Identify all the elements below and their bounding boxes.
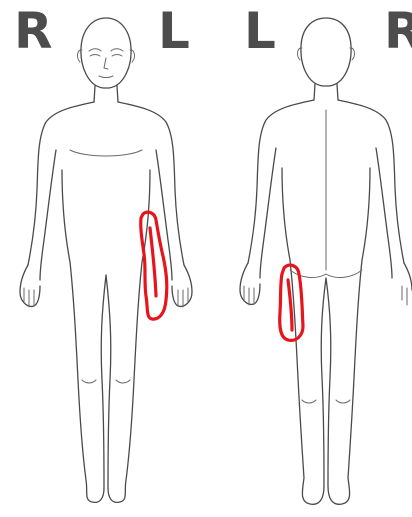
front-mouth [99,76,113,78]
front-eye-left [112,55,122,57]
front-nose [104,58,108,69]
front-chest-line [70,150,142,156]
front-legs-outline [62,170,150,502]
front-eyebrow-left [111,49,123,51]
back-calf-left [302,400,316,403]
back-head [301,18,351,86]
back-calf-right [336,400,350,403]
front-eyebrow-right [89,49,101,51]
front-figure [20,18,192,502]
back-figure [240,18,412,504]
front-eye-right [90,55,100,57]
front-knee-right [82,380,96,383]
back-hand-right-fingers [402,286,407,305]
front-knee-left [116,380,130,383]
front-left-thigh-marking [141,212,167,319]
